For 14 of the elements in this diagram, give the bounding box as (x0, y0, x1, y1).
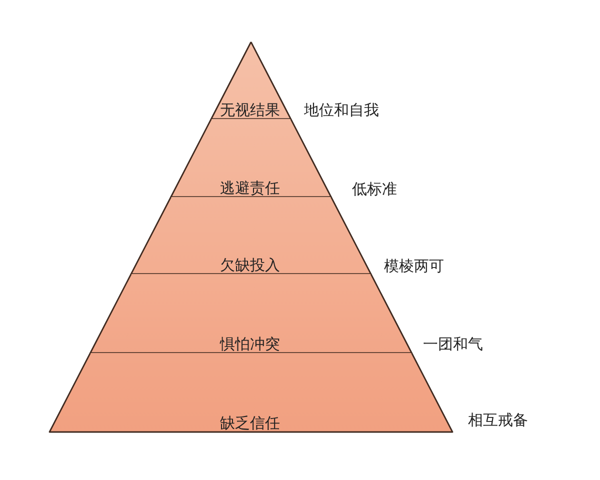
pyramid-layer (89, 273, 413, 354)
layer-label: 无视结果 (220, 102, 280, 118)
side-label: 地位和自我 (304, 102, 379, 118)
layer-label: 欠缺投入 (220, 257, 280, 273)
pyramid-layer (130, 196, 372, 275)
side-label: 一团和气 (423, 336, 483, 352)
layer-label: 惧怕冲突 (220, 336, 280, 352)
pyramid-top-layer (210, 41, 292, 120)
pyramid-layer (48, 352, 454, 433)
layer-label: 逃避责任 (220, 180, 280, 196)
side-label: 相互戒备 (468, 412, 528, 428)
layer-label: 缺乏信任 (220, 415, 280, 431)
side-label: 低标准 (352, 181, 397, 197)
side-label: 模棱两可 (384, 258, 444, 274)
